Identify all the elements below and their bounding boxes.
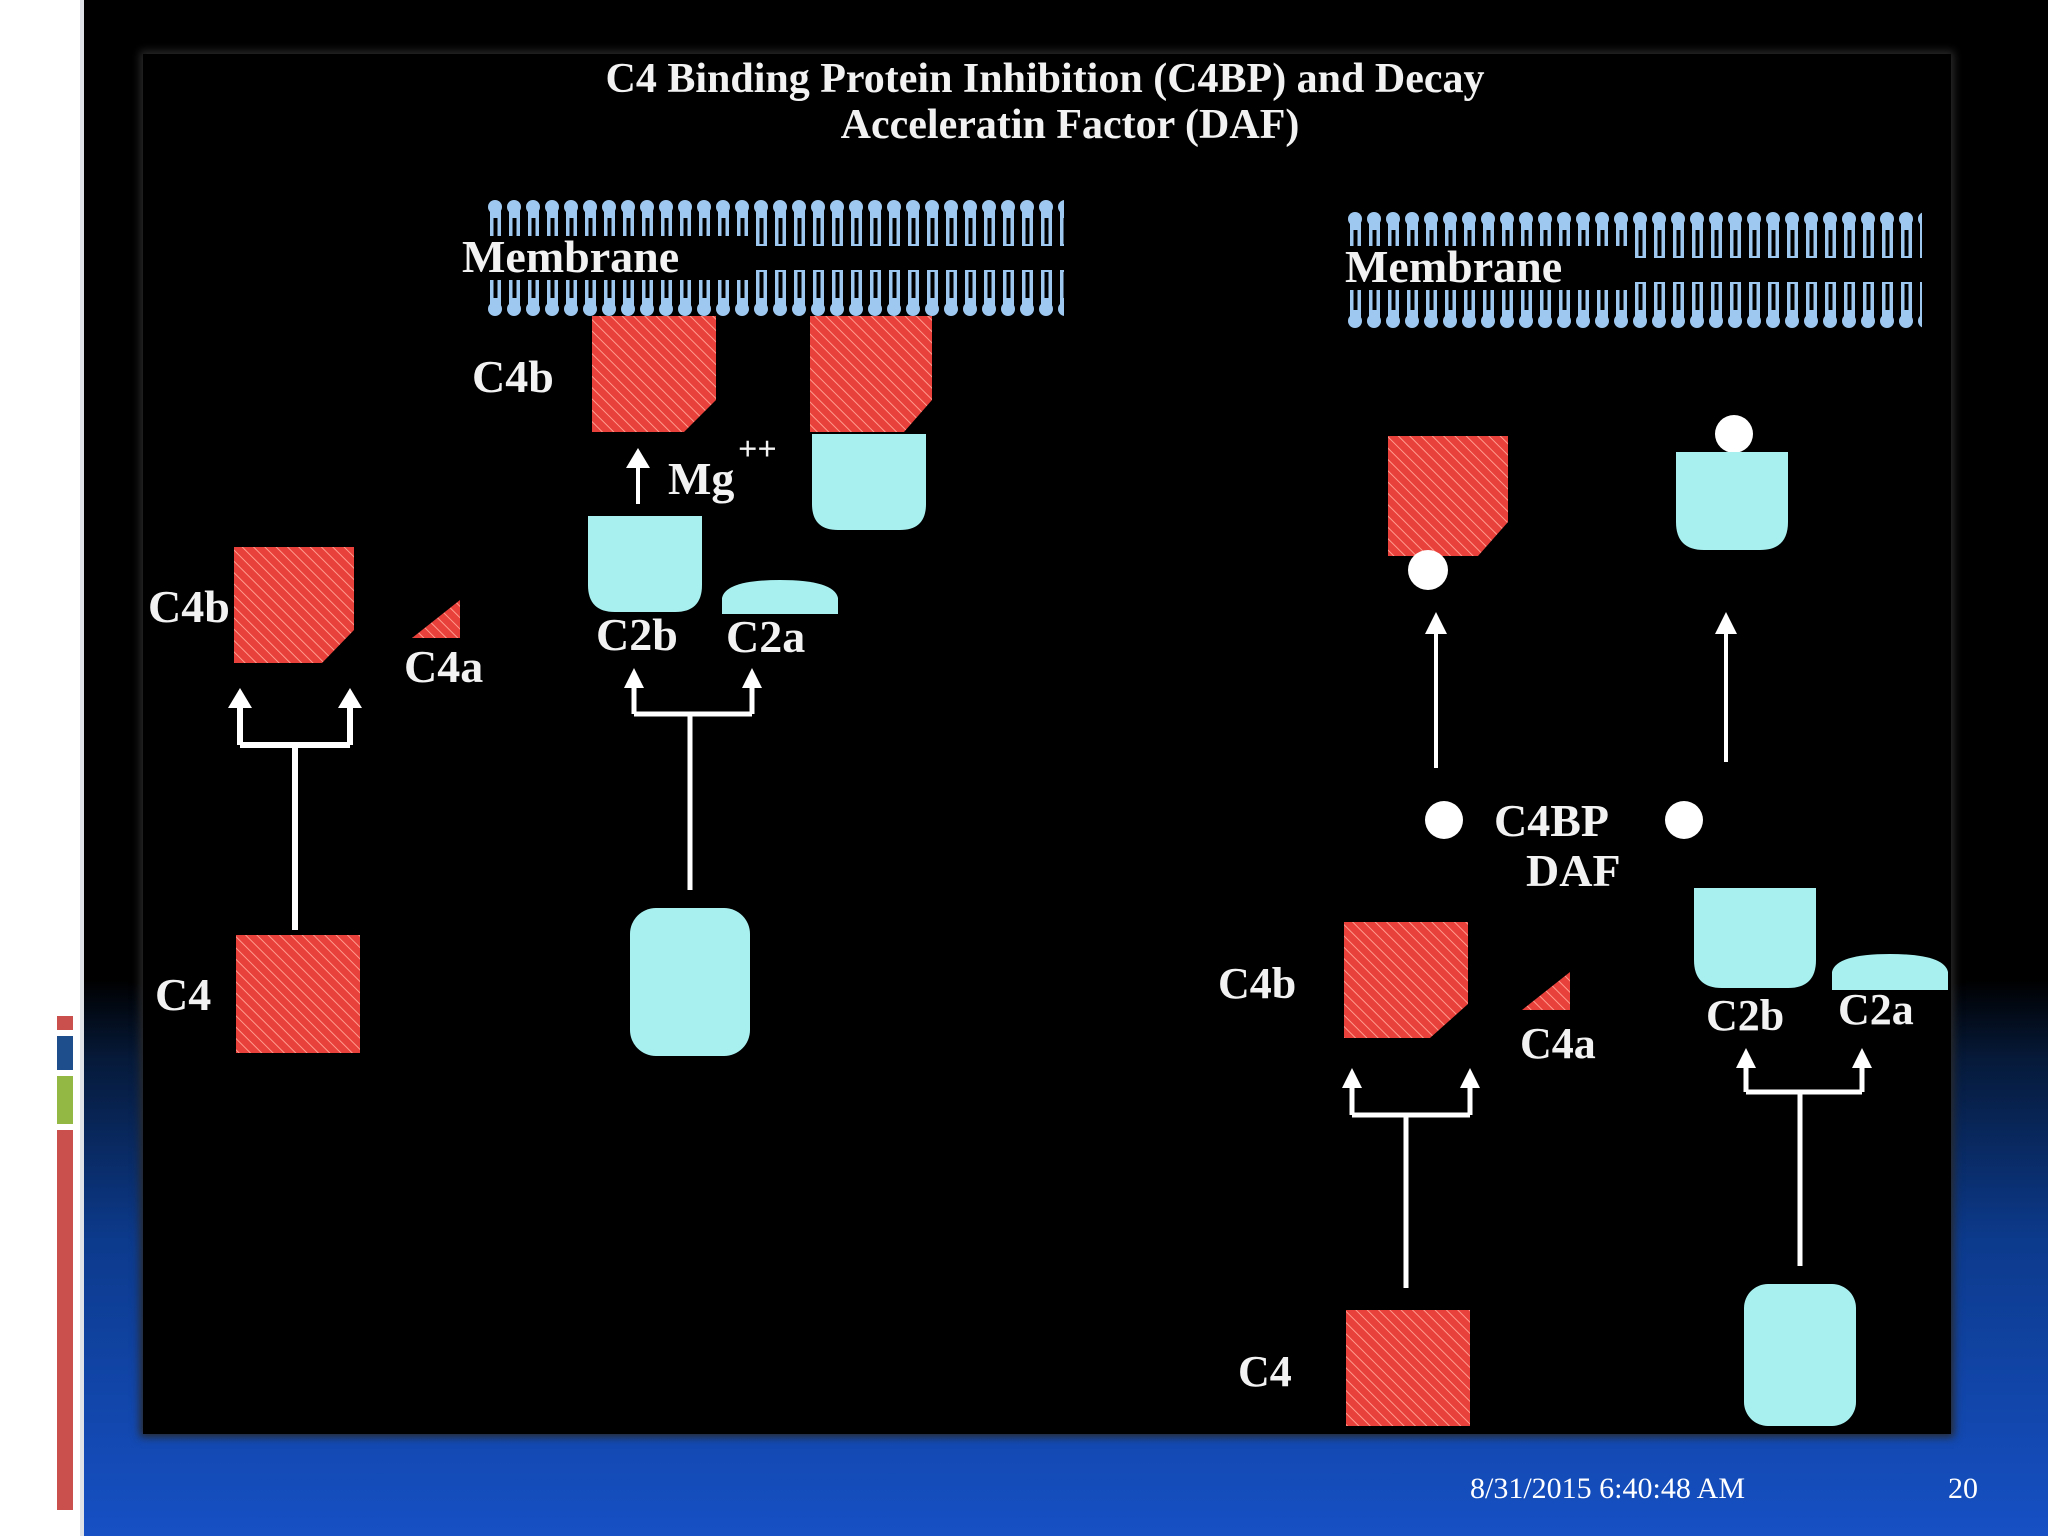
c2b-right-label: C2b [1706, 991, 1784, 1040]
c2a-left-label: C2a [726, 611, 805, 662]
c2a-left-shape [722, 580, 838, 614]
c4-left-shape [236, 935, 360, 1053]
decor-bar-white-2 [58, 150, 64, 235]
c2b-right-shape [1694, 888, 1816, 988]
c4b2a-c2b-shape [812, 434, 926, 530]
c4a-right-label: C4a [1520, 1019, 1596, 1068]
c4bp-bound-dot [1408, 550, 1448, 590]
c4-right-arrowhead-1 [1342, 1068, 1362, 1088]
c2-right-shape [1744, 1284, 1856, 1426]
c2b-left-shape [588, 516, 702, 612]
c4-right-split-arrow [1349, 1085, 1473, 1288]
regulator-arrowhead-right [1715, 612, 1737, 634]
c4b-left-shape [234, 547, 354, 663]
c2a-right-shape [1832, 954, 1948, 990]
c2-left-split-arrow [631, 685, 755, 890]
c4a-right-shape [1522, 972, 1570, 1010]
c4-right-label: C4 [1238, 1347, 1292, 1396]
c4-right-arrowhead-2 [1460, 1068, 1480, 1088]
c4a-left-label: C4a [404, 641, 483, 692]
decor-bar-blue [57, 1036, 73, 1070]
footer-datetime: 8/31/2015 6:40:48 AM [1470, 1472, 1746, 1505]
c2-right-arrowhead-2 [1852, 1048, 1872, 1068]
decor-bar-white-1 [48, 150, 54, 235]
c4b-c4bp-complex-shape [1388, 436, 1508, 556]
c2b-daf-complex-shape [1676, 452, 1788, 550]
diagram-title-line2: Acceleratin Factor (DAF) [841, 102, 1300, 148]
c4-left-label: C4 [155, 969, 211, 1020]
membrane-right-label-bg [1340, 246, 1632, 290]
c4b2a-c4b-shape [810, 316, 932, 432]
c2-left-arrowhead-1 [624, 668, 644, 688]
c2-right-split-arrow [1743, 1066, 1865, 1266]
membrane-left-label-bg [462, 236, 752, 280]
slide-edge [80, 0, 84, 1536]
c4bp-label: C4BP [1494, 795, 1609, 846]
c4-right-shape [1346, 1310, 1470, 1426]
c2-left-arrowhead-2 [742, 668, 762, 688]
c4b-membrane-label: C4b [472, 351, 554, 402]
c4-left-arrowhead-2 [338, 688, 362, 708]
regulator-arrowhead-left [1425, 612, 1447, 634]
decor-bar-red-top [57, 1016, 73, 1030]
c4-left-split-arrow [237, 705, 353, 930]
slide-number: 20 [1948, 1472, 1978, 1505]
c4b-left-label: C4b [148, 581, 230, 632]
daf-label: DAF [1526, 845, 1621, 896]
c4a-left-shape [412, 600, 460, 638]
c2b-left-label: C2b [596, 609, 678, 660]
membrane-left-label: Membrane [462, 231, 679, 282]
c2-left-shape [630, 908, 750, 1056]
c4b-right-label: C4b [1218, 959, 1296, 1008]
c4b-right-shape [1344, 922, 1468, 1038]
mg-arrowhead [626, 448, 650, 468]
c4b-membrane-shape [592, 316, 716, 432]
regulator-dot-right [1665, 801, 1703, 839]
decor-bar-white-3 [68, 150, 74, 235]
mg-label: Mg [668, 453, 734, 504]
daf-bound-dot [1715, 415, 1753, 453]
c2a-right-label: C2a [1838, 985, 1914, 1034]
mg-superscript: ++ [738, 431, 777, 468]
c2-right-arrowhead-1 [1736, 1048, 1756, 1068]
decor-bar-green [57, 1076, 73, 1124]
regulator-dot-left [1425, 801, 1463, 839]
diagram-title-line1: C4 Binding Protein Inhibition (C4BP) and… [605, 56, 1484, 102]
membrane-right-label: Membrane [1345, 241, 1562, 292]
decor-bar-red-long [57, 1130, 73, 1510]
c4-left-arrowhead-1 [228, 688, 252, 708]
